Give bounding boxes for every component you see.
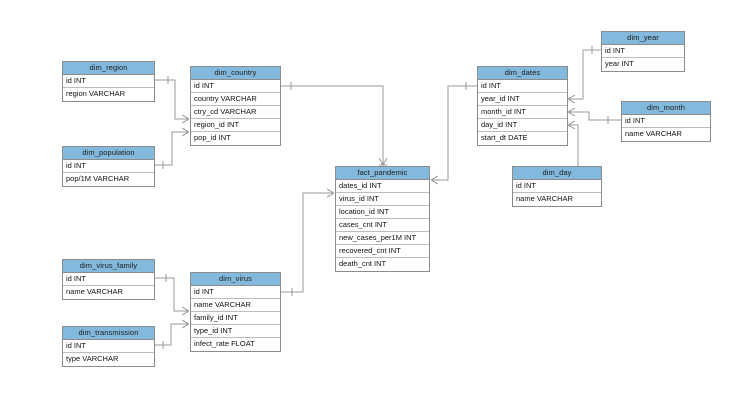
entity-title: dim_virus_family <box>63 260 154 273</box>
entity-field: recovered_cnt INT <box>336 245 429 258</box>
entity-field: id INT <box>63 340 154 353</box>
entity-fact-pandemic[interactable]: fact_pandemic dates_id INT virus_id INT … <box>335 166 430 272</box>
entity-field: name VARCHAR <box>625 129 682 138</box>
edge-dim-population-to-dim-country <box>155 127 190 169</box>
entity-title: dim_month <box>622 102 710 115</box>
entity-field: dates_id INT <box>336 180 429 193</box>
entity-field: id INT <box>513 180 601 193</box>
entity-field: family_id INT <box>191 312 280 325</box>
entity-field: year_id INT <box>478 93 567 106</box>
entity-field: id INT <box>191 80 280 93</box>
entity-title: fact_pandemic <box>336 167 429 180</box>
entity-field: year INT <box>605 59 634 68</box>
entity-field: type_id INT <box>191 325 280 338</box>
entity-field: start_dt DATE <box>481 133 528 142</box>
entity-dim-day[interactable]: dim_day id INT name VARCHAR <box>512 166 602 207</box>
entity-dim-year[interactable]: dim_year id INT year INT <box>601 31 685 72</box>
entity-field: cases_cnt INT <box>336 219 429 232</box>
entity-field: region_id INT <box>191 119 280 132</box>
entity-field: pop_id INT <box>194 133 231 142</box>
entity-field: name VARCHAR <box>516 194 573 203</box>
edge-dim-virus-to-fact-pandemic <box>281 188 335 296</box>
edge-dim-year-to-dim-dates <box>567 46 601 104</box>
edge-dim-virus-family-to-dim-virus <box>155 274 190 316</box>
entity-title: dim_dates <box>478 67 567 80</box>
entity-field: id INT <box>63 273 154 286</box>
entity-dim-country[interactable]: dim_country id INT country VARCHAR ctry_… <box>190 66 281 146</box>
entity-title: dim_day <box>513 167 601 180</box>
entity-field: country VARCHAR <box>191 93 280 106</box>
entity-title: dim_country <box>191 67 280 80</box>
entity-field: month_id INT <box>478 106 567 119</box>
entity-dim-region[interactable]: dim_region id INT region VARCHAR <box>62 61 155 102</box>
entity-dim-transmission[interactable]: dim_transmission id INT type VARCHAR <box>62 326 155 367</box>
entity-field: region VARCHAR <box>66 89 126 98</box>
entity-field: location_id INT <box>336 206 429 219</box>
entity-field: new_cases_per1M INT <box>336 232 429 245</box>
entity-field: name VARCHAR <box>191 299 280 312</box>
edge-dim-country-to-fact-pandemic <box>281 82 388 166</box>
entity-field: id INT <box>191 286 280 299</box>
entity-field: type VARCHAR <box>66 354 119 363</box>
entity-dim-population[interactable]: dim_population id INT pop/1M VARCHAR <box>62 146 155 187</box>
entity-field: death_cnt INT <box>339 259 387 268</box>
edge-dim-dates-to-fact-pandemic <box>430 82 477 185</box>
entity-title: dim_population <box>63 147 154 160</box>
edge-dim-region-to-dim-country <box>155 76 190 124</box>
entity-field: id INT <box>622 115 710 128</box>
entity-dim-month[interactable]: dim_month id INT name VARCHAR <box>621 101 711 142</box>
entity-field: id INT <box>478 80 567 93</box>
entity-dim-virus-family[interactable]: dim_virus_family id INT name VARCHAR <box>62 259 155 300</box>
edge-dim-month-to-dim-dates <box>567 107 621 124</box>
entity-field: id INT <box>602 45 684 58</box>
entity-field: id INT <box>63 160 154 173</box>
entity-field: pop/1M VARCHAR <box>66 174 130 183</box>
entity-title: dim_transmission <box>63 327 154 340</box>
entity-title: dim_virus <box>191 273 280 286</box>
entity-field: infect_rate FLOAT <box>194 339 255 348</box>
entity-field: day_id INT <box>478 119 567 132</box>
entity-dim-virus[interactable]: dim_virus id INT name VARCHAR family_id … <box>190 272 281 352</box>
edge-dim-transmission-to-dim-virus <box>155 319 190 349</box>
entity-field: id INT <box>63 75 154 88</box>
entity-title: dim_year <box>602 32 684 45</box>
entity-field: ctry_cd VARCHAR <box>191 106 280 119</box>
entity-field: name VARCHAR <box>66 287 123 296</box>
entity-dim-dates[interactable]: dim_dates id INT year_id INT month_id IN… <box>477 66 568 146</box>
entity-field: virus_id INT <box>336 193 429 206</box>
entity-title: dim_region <box>63 62 154 75</box>
